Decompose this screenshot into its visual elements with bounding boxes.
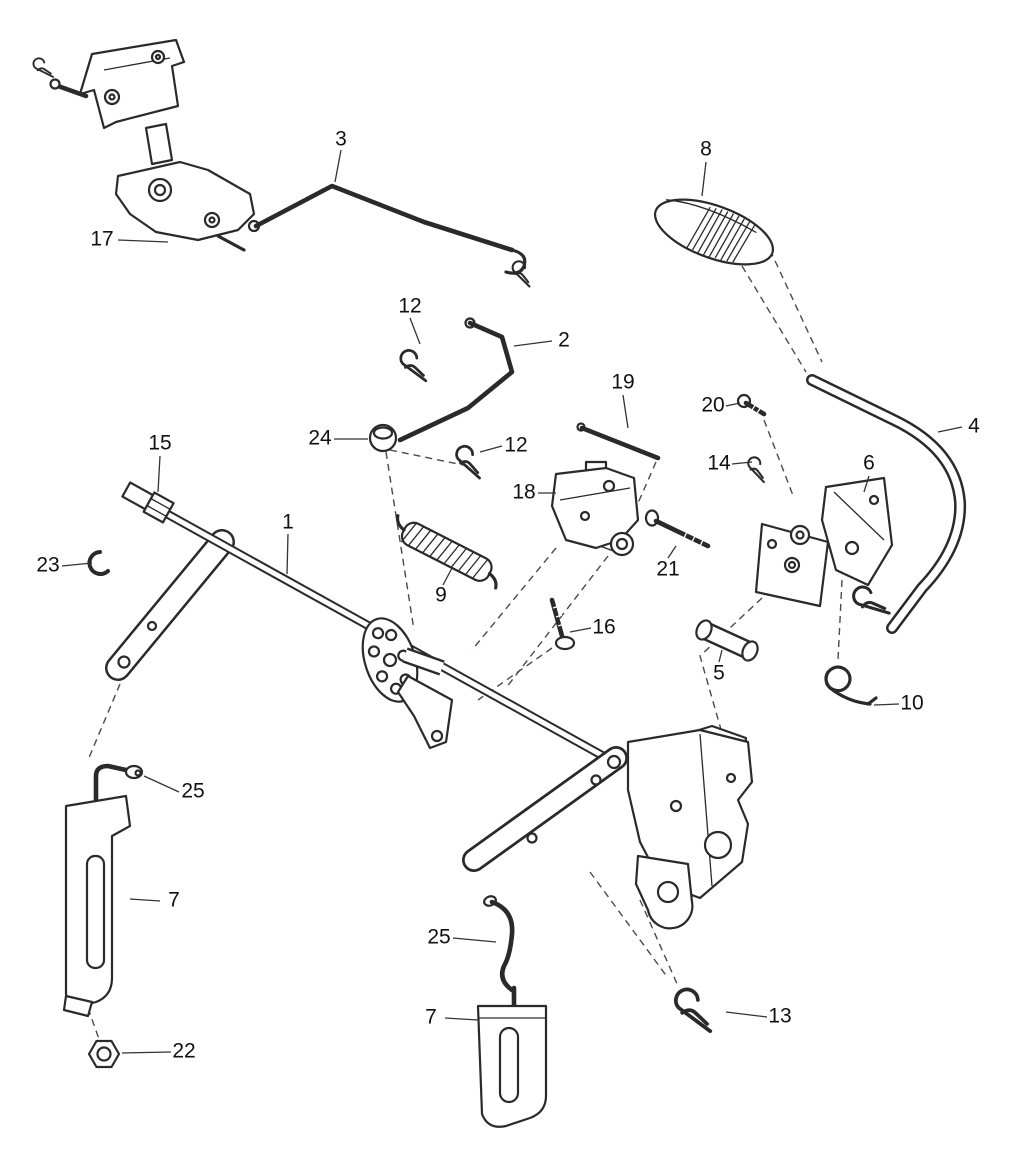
part-9-extension-spring	[395, 514, 498, 590]
callout-label-21: 21	[656, 558, 679, 581]
callout-label-22: 22	[172, 1040, 195, 1063]
callout-labels: 3 8 17 12 2 19 20 4 24 12 15 14 6 18 23 …	[36, 128, 980, 1063]
part-7-damper-bracket-left	[62, 794, 132, 1018]
callout-label-2: 2	[558, 329, 570, 352]
right-mounting-bracket	[626, 724, 754, 930]
part-3-link-rod	[247, 183, 538, 288]
callout-label-5: 5	[713, 662, 725, 685]
callout-label-12a: 12	[398, 295, 421, 318]
callout-label-3: 3	[335, 128, 347, 151]
part-4-handle-tube	[806, 374, 967, 634]
callout-label-18: 18	[512, 481, 535, 504]
part-12-hairpin-clip	[396, 347, 432, 383]
part-6-mount-bracket	[754, 476, 894, 608]
part-20-bolt	[736, 393, 767, 417]
part-17-pivot-bracket-assembly	[32, 38, 256, 252]
part-23-e-ring	[87, 550, 110, 576]
callout-label-17: 17	[90, 228, 113, 251]
part-22-flange-nut	[87, 1039, 121, 1069]
callout-label-10: 10	[900, 692, 923, 715]
part-14-clip	[742, 454, 772, 484]
callout-label-16: 16	[592, 616, 615, 639]
callout-label-25a: 25	[181, 780, 204, 803]
part-2-bent-rod	[397, 317, 515, 443]
callout-label-7b: 7	[425, 1006, 437, 1029]
part-21-clevis-pin	[644, 509, 711, 549]
cotter-clip-icon	[850, 581, 891, 621]
callout-label-20: 20	[701, 394, 724, 417]
part-7-damper-bracket-bottom	[476, 985, 548, 1128]
part-12-hairpin-clip	[450, 443, 488, 480]
callout-label-13: 13	[768, 1005, 791, 1028]
part-1-lift-shaft	[105, 506, 617, 766]
callout-label-4: 4	[968, 415, 980, 438]
callout-label-6: 6	[863, 452, 875, 475]
callout-leader-lines	[61, 149, 963, 1054]
callout-label-7a: 7	[168, 889, 180, 912]
callout-label-8: 8	[700, 138, 712, 161]
part-5-spacer-tube	[695, 619, 759, 662]
part-24-cap-bushing	[368, 423, 398, 453]
callout-label-23: 23	[36, 554, 59, 577]
part-25-elbow-fitting-left	[93, 763, 144, 809]
part-15-shaft-fitting	[121, 481, 175, 524]
part-16-bolt	[549, 597, 576, 651]
part-8-knob-grip	[653, 198, 775, 266]
callout-label-25b: 25	[427, 926, 450, 949]
part-19-short-rod	[576, 422, 661, 461]
cotter-clip-icon	[32, 57, 55, 78]
part-18-latch-bracket	[550, 460, 640, 557]
part-25-rod-bottom	[483, 895, 515, 993]
callout-label-14: 14	[707, 452, 731, 475]
part-10-torsion-clip	[824, 665, 878, 706]
callout-label-15: 15	[148, 432, 171, 455]
callout-label-9: 9	[435, 584, 447, 607]
part-13-hairpin-clip	[669, 985, 719, 1034]
callout-label-19: 19	[611, 371, 634, 394]
callout-label-1: 1	[282, 511, 294, 534]
callout-label-12b: 12	[504, 434, 527, 457]
center-support-bar	[462, 746, 628, 872]
callout-label-24: 24	[308, 427, 332, 450]
